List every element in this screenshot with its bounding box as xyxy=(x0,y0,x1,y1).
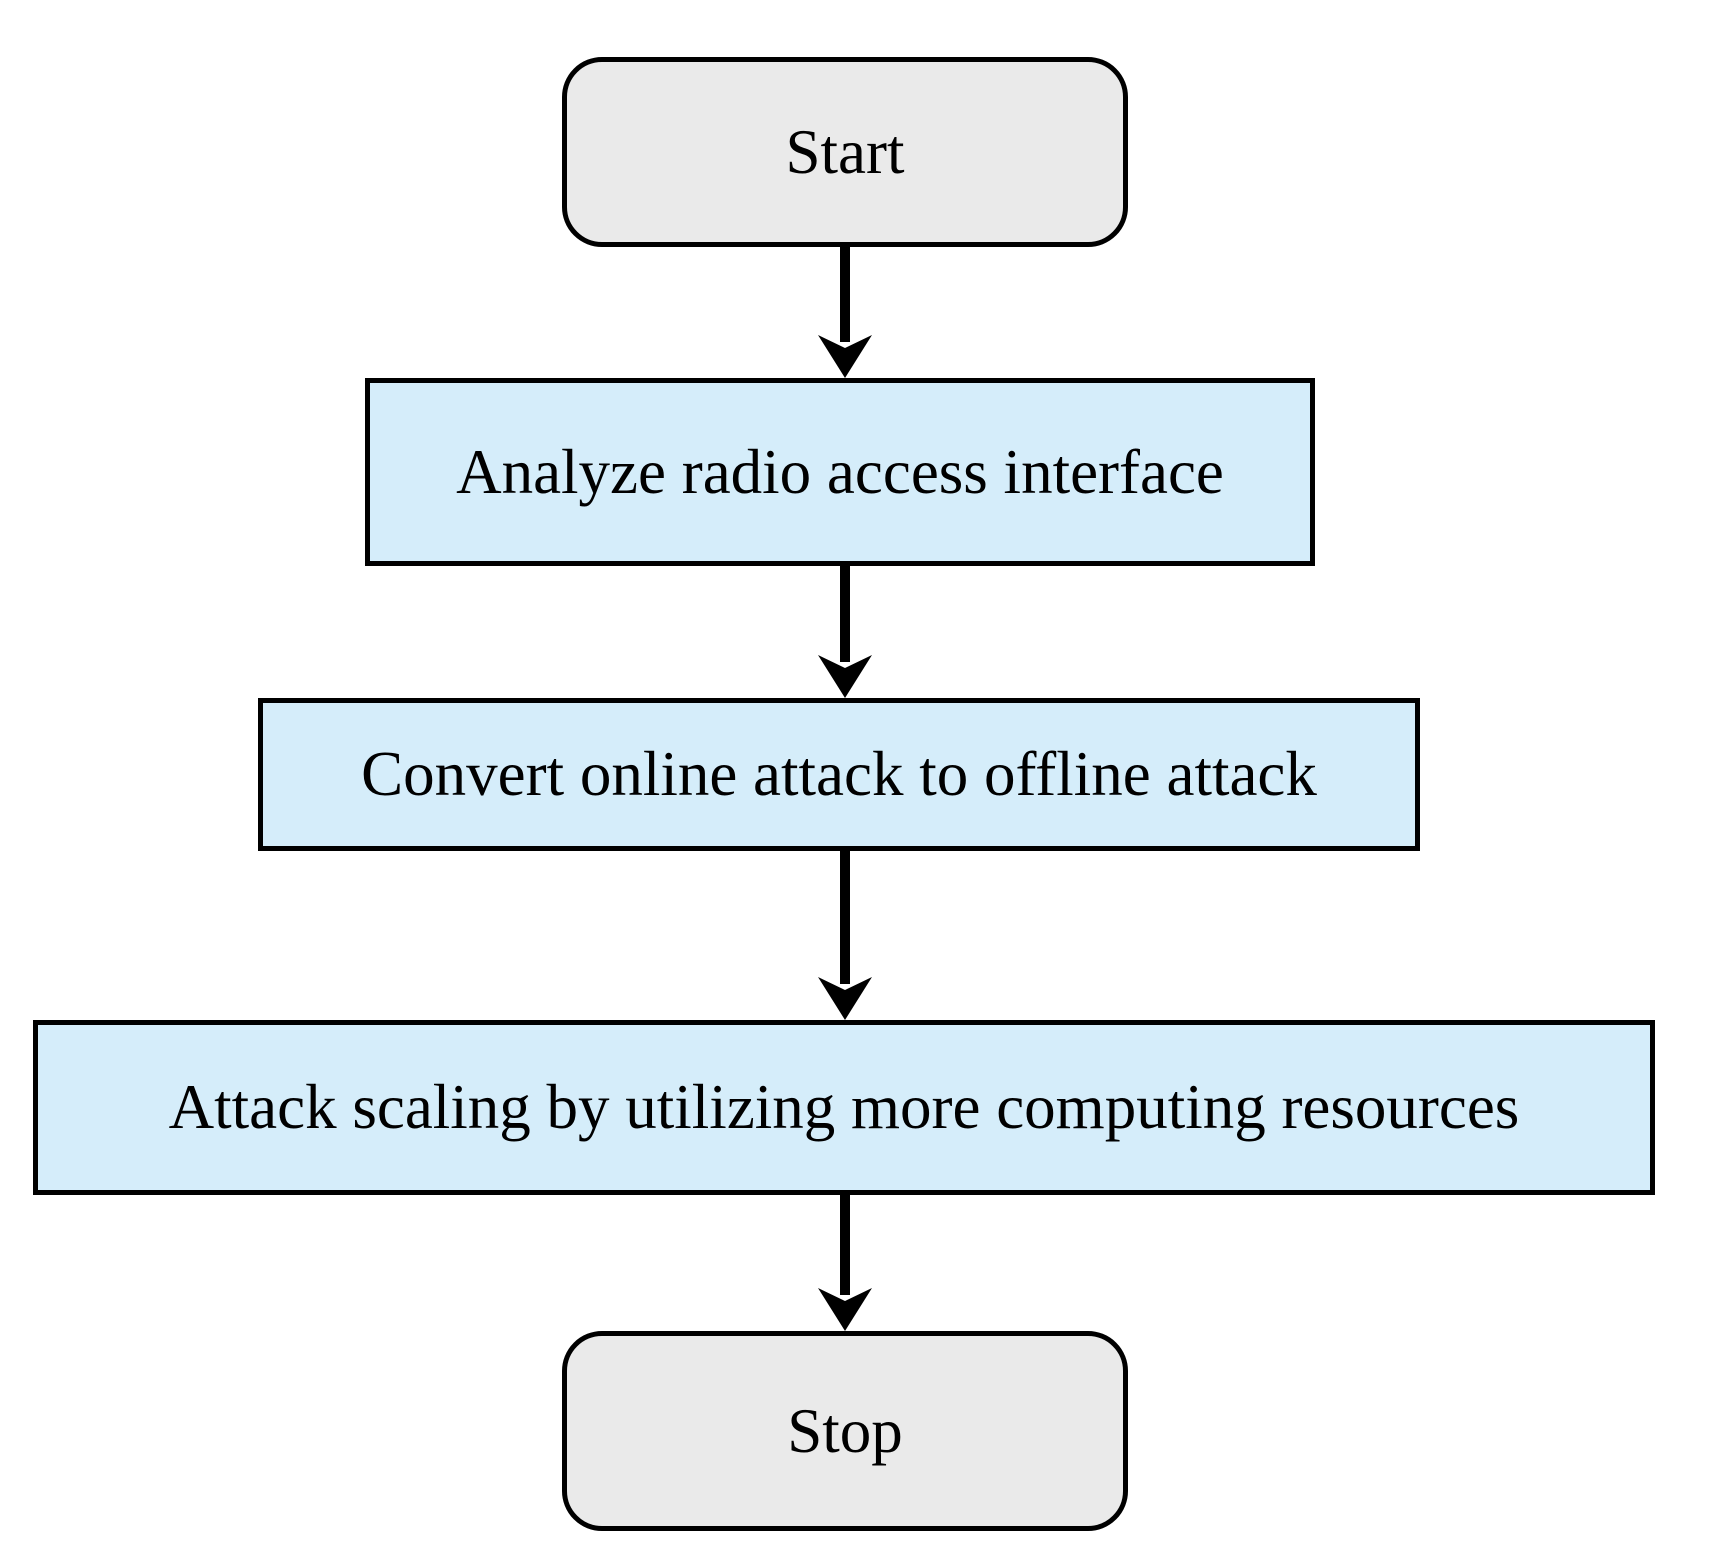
edge-analyze-to-convert xyxy=(818,566,872,698)
arrow-shaft xyxy=(840,566,850,662)
node-convert-online-attack-to-offline-attack: Convert online attack to offline attack xyxy=(258,698,1420,851)
node-analyze-radio-access-interface: Analyze radio access interface xyxy=(365,378,1315,566)
arrow-shaft xyxy=(840,247,850,342)
arrowhead-down-icon xyxy=(818,655,872,698)
node-stop: Stop xyxy=(562,1331,1128,1531)
node-start: Start xyxy=(562,57,1128,247)
edge-scale-to-stop xyxy=(818,1195,872,1331)
arrowhead-down-icon xyxy=(818,335,872,378)
arrow-shaft xyxy=(840,1195,850,1295)
edge-convert-to-scale xyxy=(818,851,872,1020)
arrow-shaft xyxy=(840,851,850,984)
edge-start-to-analyze xyxy=(818,247,872,378)
arrowhead-down-icon xyxy=(818,1288,872,1331)
node-attack-scaling: Attack scaling by utilizing more computi… xyxy=(33,1020,1655,1195)
arrowhead-down-icon xyxy=(818,977,872,1020)
